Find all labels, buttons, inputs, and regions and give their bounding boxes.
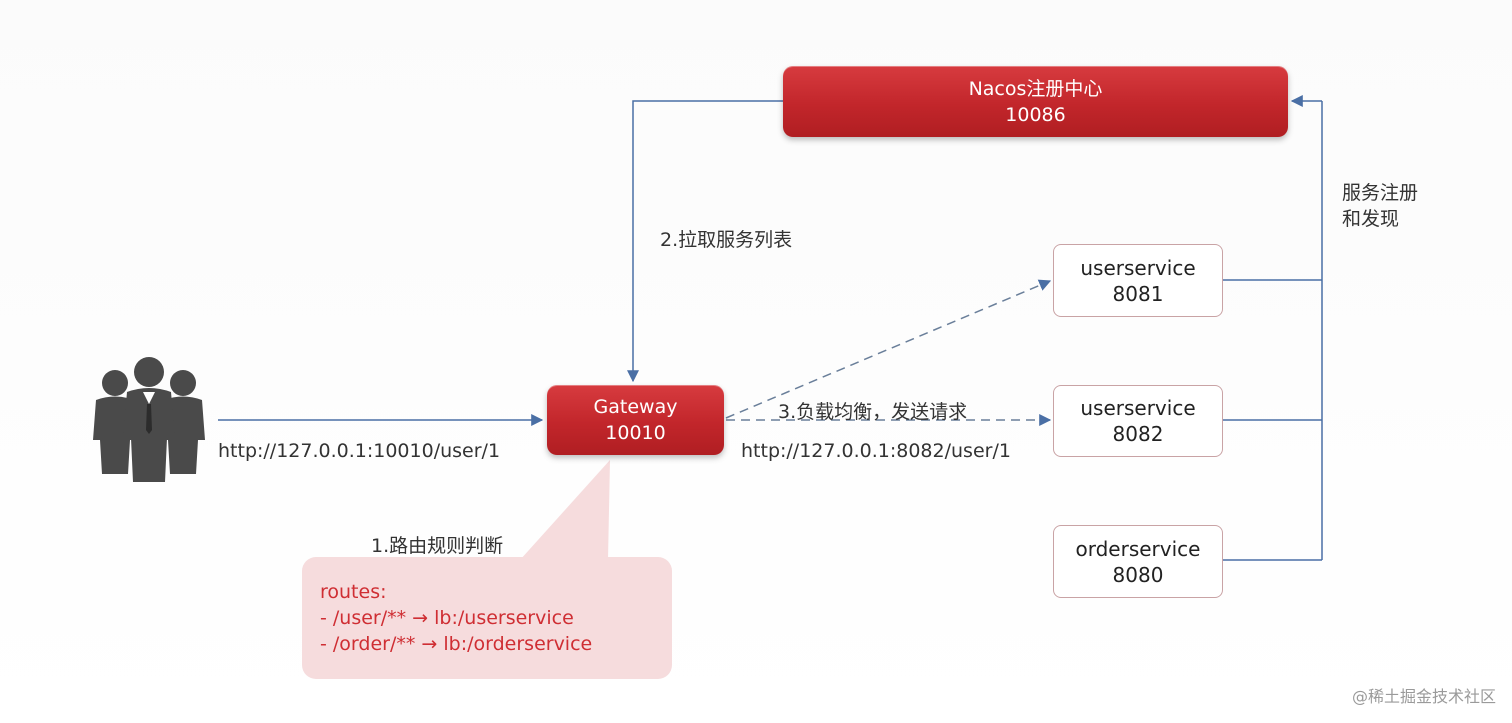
service-port: 8080 — [1112, 562, 1164, 587]
forward-url-label: http://127.0.0.1:8082/user/1 — [741, 440, 1011, 462]
step2-label: 2.拉取服务列表 — [660, 229, 793, 251]
service-port: 8081 — [1112, 281, 1164, 306]
nacos-registry-box: Nacos注册中心 10086 — [783, 66, 1288, 137]
service-name: userservice — [1080, 255, 1196, 280]
register-label-line1: 服务注册 — [1342, 182, 1419, 204]
nacos-to-gateway-arrow — [627, 100, 783, 383]
step1-label: 1.路由规则判断 — [371, 535, 504, 557]
orderservice-8080-box: orderservice 8080 — [1053, 525, 1223, 598]
gateway-to-userservice-8081-arrow — [725, 279, 1052, 419]
service-port: 8082 — [1112, 422, 1164, 446]
route-rule-order: - /order/** → lb:/orderservice — [320, 633, 593, 655]
step3-label: 3.负载均衡，发送请求 — [778, 401, 968, 423]
service-name: orderservice — [1075, 536, 1201, 561]
gateway-title: Gateway — [593, 396, 678, 418]
gateway-box: Gateway 10010 — [547, 385, 724, 455]
route-rule-user: - /user/** → lb:/userservice — [320, 607, 574, 629]
watermark: @稀土掘金技术社区 — [1351, 687, 1496, 706]
service-name: userservice — [1080, 396, 1196, 420]
nacos-title: Nacos注册中心 — [968, 77, 1103, 100]
userservice-8082-box: userservice 8082 — [1053, 385, 1223, 457]
routes-callout: routes: - /user/** → lb:/userservice - /… — [302, 557, 672, 679]
gateway-port: 10010 — [605, 422, 666, 444]
routes-title: routes: — [320, 581, 387, 603]
users-group-icon — [93, 357, 205, 482]
userservice-8081-box: userservice 8081 — [1053, 244, 1223, 317]
client-url-label: http://127.0.0.1:10010/user/1 — [218, 440, 501, 462]
callout-tail — [520, 460, 610, 560]
register-label-line2: 和发现 — [1342, 208, 1400, 230]
nacos-port: 10086 — [1005, 103, 1066, 126]
